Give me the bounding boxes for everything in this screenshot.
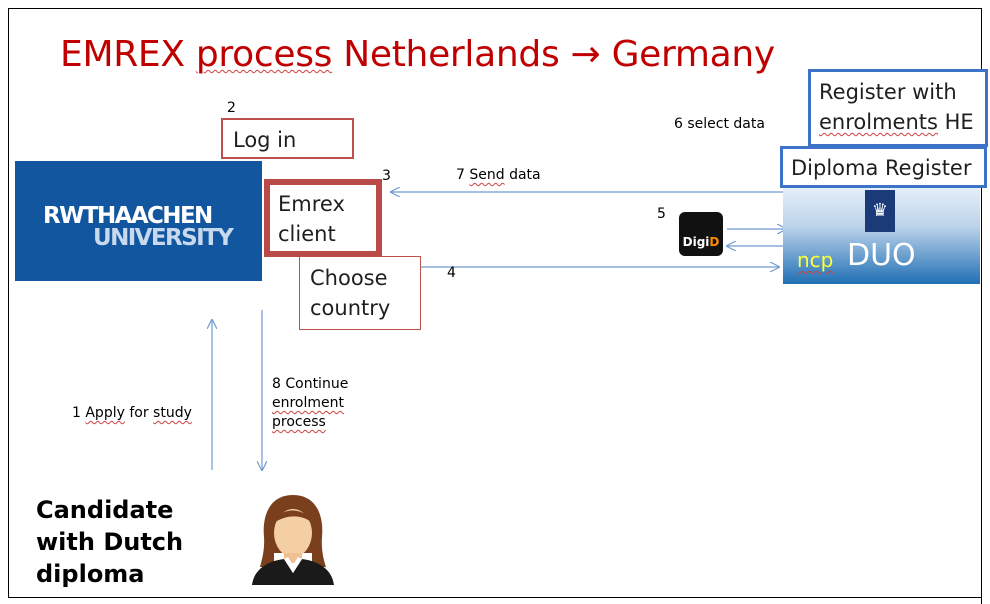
step-1-number: 1 [72, 405, 86, 421]
register-label-enrolments: enrolments [819, 110, 938, 134]
title-process-word: process [195, 34, 333, 75]
duo-crest-icon: ♛ [865, 190, 895, 232]
choose-label-line1: Choose [310, 266, 388, 290]
slide-frame-edge [981, 8, 982, 604]
duo-name-label: DUO [847, 238, 916, 273]
choose-country-box: Choose country [299, 256, 421, 330]
digid-accent: D [709, 235, 720, 249]
step-1-word2: study [153, 405, 192, 421]
step-6-label: 6 select data [674, 116, 765, 132]
emrex-label-line2: client [278, 222, 336, 246]
rwth-aachen-logo: RWTHAACHEN UNIVERSITY [15, 161, 262, 281]
step-8-line3: process [272, 414, 326, 430]
step-1-word: Apply [85, 405, 125, 421]
register-enrolments-box: Register with enrolments HE [808, 69, 988, 147]
rwth-logo-line2: UNIVERSITY [93, 225, 234, 251]
step-7-rest: data [504, 167, 541, 183]
register-label-line1: Register with [819, 80, 957, 104]
title-rest: Netherlands → Germany [332, 34, 775, 75]
login-box: Log in [221, 118, 354, 159]
step-4-label: 4 [447, 265, 456, 281]
step-7-word: Send [469, 167, 505, 183]
emrex-client-box: Emrex client [264, 179, 382, 257]
duo-ncp-label: ncp [797, 248, 834, 272]
candidate-line2: with Dutch [36, 528, 184, 556]
register-label-he: HE [937, 110, 974, 134]
step-3-label: 3 [382, 168, 391, 184]
step-8-line1: 8 Continue [272, 376, 349, 392]
diploma-register-label: Diploma Register [791, 156, 972, 180]
diploma-register-box: Diploma Register [780, 146, 987, 188]
slide-title: EMREX process Netherlands → Germany [60, 34, 775, 75]
candidate-line3: diploma [36, 560, 145, 588]
step-8-line2: enrolment [272, 395, 345, 411]
step-1-mid: for [124, 405, 154, 421]
step-2-label: 2 [227, 100, 236, 116]
digid-logo: DigiD [679, 212, 723, 256]
choose-label-line2: country [310, 296, 391, 320]
candidate-label: Candidate with Dutch diploma [36, 494, 183, 590]
step-8-label: 8 Continue enrolment process [272, 375, 348, 432]
candidate-person-icon [252, 495, 334, 585]
step-5-label: 5 [657, 206, 666, 222]
step-7-number: 7 [456, 167, 470, 183]
login-label: Log in [233, 128, 297, 152]
candidate-line1: Candidate [36, 496, 174, 524]
digid-text: Digi [682, 235, 710, 249]
slide-frame [8, 8, 982, 598]
step-7-label: 7 Send data [456, 167, 541, 183]
rwth-logo-line1: RWTHAACHEN [43, 203, 213, 229]
duo-logo: ♛ ncp DUO [783, 188, 980, 284]
title-prefix: EMREX [60, 34, 196, 75]
step-1-label: 1 Apply for study [72, 405, 192, 421]
emrex-label-line1: Emrex [278, 192, 345, 216]
